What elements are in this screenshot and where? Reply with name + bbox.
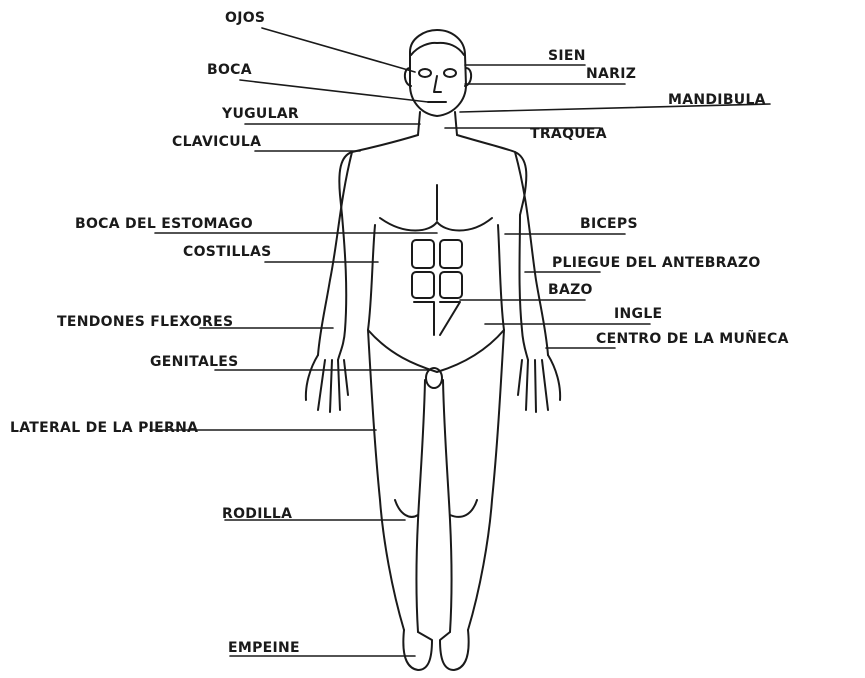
label-biceps: BICEPS (580, 216, 638, 232)
left-foot (403, 630, 432, 670)
label-traquea: TRAQUEA (530, 126, 607, 142)
left-eye (419, 69, 431, 77)
right-hand (518, 355, 560, 412)
groin (368, 330, 504, 372)
label-yugular: YUGULAR (222, 106, 299, 122)
hair (411, 43, 464, 55)
right-knee (450, 500, 477, 517)
label-costillas: COSTILLAS (183, 244, 271, 260)
label-clavicula: CLAVICULA (172, 134, 261, 150)
label-empeine: EMPEINE (228, 640, 300, 656)
label-lateral-pierna: LATERAL DE LA PIERNA (10, 420, 198, 436)
right-leg (443, 330, 504, 632)
label-sien: SIEN (548, 48, 586, 64)
abs-1 (412, 240, 434, 268)
label-nariz: NARIZ (586, 66, 636, 82)
abs-3 (412, 272, 434, 298)
leader-ojos (262, 28, 415, 72)
label-tendones: TENDONES FLEXORES (57, 314, 233, 330)
label-rodilla: RODILLA (222, 506, 292, 522)
right-foot (440, 630, 469, 670)
left-leg (368, 330, 425, 632)
label-bazo: BAZO (548, 282, 593, 298)
abs-4 (440, 272, 462, 298)
label-mandibula: MANDIBULA (668, 92, 766, 108)
label-ingle: INGLE (614, 306, 662, 322)
label-ojos: OJOS (225, 10, 265, 26)
waist (368, 225, 504, 330)
label-boca: BOCA (207, 62, 252, 78)
left-knee (395, 500, 418, 517)
left-hand (306, 355, 348, 412)
abs-2 (440, 240, 462, 268)
right-eye (444, 69, 456, 77)
label-boca-estomago: BOCA DEL ESTOMAGO (75, 216, 253, 232)
right-arm (515, 152, 548, 360)
label-genitales: GENITALES (150, 354, 239, 370)
torso-outline (339, 135, 526, 215)
label-centro-muneca: CENTRO DE LA MUÑECA (596, 331, 789, 347)
nose (434, 76, 441, 92)
label-pliegue: PLIEGUE DEL ANTEBRAZO (552, 255, 761, 271)
leader-boca (240, 80, 428, 102)
abs-lower (414, 302, 460, 335)
